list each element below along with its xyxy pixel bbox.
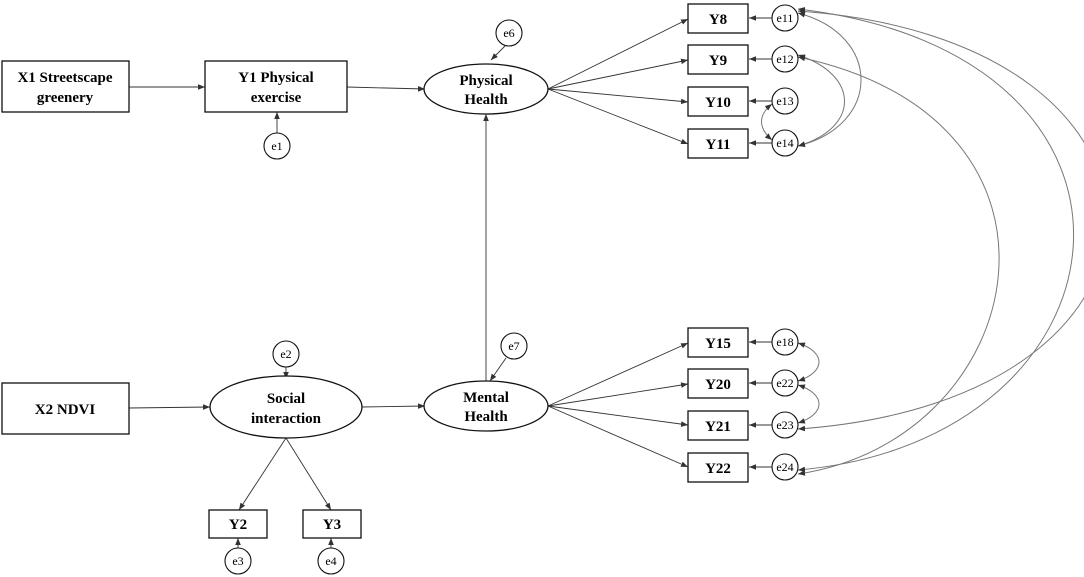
node-y21: Y21 <box>687 410 749 441</box>
path-physical-to-y9 <box>547 58 689 90</box>
error-e23: e23 <box>771 411 799 439</box>
node-x2-ndvi: X2 NDVI <box>1 382 130 435</box>
cov-e18-e22 <box>797 342 820 382</box>
error-e7: e7 <box>500 332 528 360</box>
error-covariances <box>761 7 1084 476</box>
error-e12: e12 <box>771 45 799 73</box>
svg-text:Y10: Y10 <box>705 95 731 111</box>
node-mental-health: Mental Health <box>423 380 549 432</box>
error-e18: e18 <box>771 328 799 356</box>
node-y20: Y20 <box>687 368 749 399</box>
error-arrow-e6 <box>490 45 506 61</box>
svg-text:e2: e2 <box>280 347 291 361</box>
cov-e11-e23 <box>797 8 1084 432</box>
error-e14: e14 <box>771 129 799 157</box>
node-y15: Y15 <box>687 327 749 358</box>
svg-text:e22: e22 <box>776 376 793 390</box>
svg-text:Y9: Y9 <box>709 53 727 69</box>
svg-text:e6: e6 <box>503 26 514 40</box>
error-e1: e1 <box>263 132 291 160</box>
node-social-interaction: Social interaction <box>209 375 363 439</box>
error-arrow-e7 <box>489 357 507 382</box>
svg-text:Y11: Y11 <box>705 137 730 153</box>
cov-e22-e23 <box>797 384 820 424</box>
error-arrows <box>235 15 772 549</box>
cov-e11-e14 <box>797 12 862 148</box>
svg-text:X1 Streetscape: X1 Streetscape <box>17 70 112 86</box>
svg-text:e1: e1 <box>271 139 282 153</box>
path-physical-to-y11 <box>547 88 689 145</box>
svg-text:Y21: Y21 <box>705 419 731 435</box>
error-e6: e6 <box>495 19 523 47</box>
svg-text:greenery: greenery <box>37 90 94 106</box>
svg-text:Physical: Physical <box>459 73 512 89</box>
node-y8: Y8 <box>687 3 749 34</box>
svg-text:e13: e13 <box>776 94 793 108</box>
node-physical-health: Physical Health <box>423 63 549 115</box>
path-social-to-y2 <box>238 437 287 511</box>
svg-text:Y22: Y22 <box>705 461 731 477</box>
svg-text:e7: e7 <box>508 339 519 353</box>
svg-text:Social: Social <box>267 391 305 407</box>
error-e22: e22 <box>771 369 799 397</box>
node-y3: Y3 <box>302 509 362 539</box>
error-e4: e4 <box>317 547 345 575</box>
cov-e12-e24 <box>797 55 1000 476</box>
svg-text:Y1 Physical: Y1 Physical <box>238 70 313 86</box>
error-e2: e2 <box>272 340 300 368</box>
svg-text:Mental: Mental <box>463 390 509 406</box>
node-y9: Y9 <box>687 44 749 75</box>
node-y10: Y10 <box>687 86 749 117</box>
svg-text:X2 NDVI: X2 NDVI <box>35 402 96 418</box>
error-e13: e13 <box>771 87 799 115</box>
structural-paths <box>128 18 689 511</box>
svg-text:e24: e24 <box>776 460 793 474</box>
node-y1-physical-exercise: Y1 Physical exercise <box>204 60 348 113</box>
node-y22: Y22 <box>687 452 749 483</box>
svg-text:Health: Health <box>464 409 508 425</box>
svg-text:Y20: Y20 <box>705 377 731 393</box>
node-y11: Y11 <box>687 128 749 159</box>
svg-text:Y2: Y2 <box>229 517 247 533</box>
path-mental-to-y22 <box>547 405 689 468</box>
path-physical-to-y8 <box>547 18 689 90</box>
svg-text:e23: e23 <box>776 418 793 432</box>
error-e24: e24 <box>771 453 799 481</box>
path-social-to-y3 <box>285 437 332 511</box>
svg-text:e18: e18 <box>776 335 793 349</box>
path-x2-to-social-interaction <box>128 404 211 410</box>
svg-text:Y3: Y3 <box>323 517 341 533</box>
path-social-to-mental-health <box>361 403 426 409</box>
node-x1-streetscape-greenery: X1 Streetscape greenery <box>1 60 130 113</box>
error-e3: e3 <box>224 547 252 575</box>
svg-text:e14: e14 <box>776 136 793 150</box>
svg-text:Health: Health <box>464 92 508 108</box>
error-e11: e11 <box>771 4 799 32</box>
path-mental-to-y15 <box>547 342 689 407</box>
svg-text:e4: e4 <box>325 554 336 568</box>
cov-e13-e14 <box>761 103 773 141</box>
node-y2: Y2 <box>208 509 268 539</box>
svg-text:exercise: exercise <box>251 90 302 106</box>
cov-e12-e14 <box>797 54 845 147</box>
cov-e11-e24 <box>797 7 1074 473</box>
path-physical-to-y10 <box>547 88 689 105</box>
svg-text:e12: e12 <box>776 52 793 66</box>
svg-text:e11: e11 <box>777 11 794 25</box>
svg-text:Y8: Y8 <box>709 12 727 28</box>
path-y1-to-physical-health <box>346 86 426 92</box>
path-mental-to-y21 <box>547 405 689 427</box>
path-mental-to-y20 <box>547 382 689 407</box>
svg-text:e3: e3 <box>232 554 243 568</box>
svg-text:interaction: interaction <box>251 411 322 427</box>
svg-text:Y15: Y15 <box>705 336 731 352</box>
